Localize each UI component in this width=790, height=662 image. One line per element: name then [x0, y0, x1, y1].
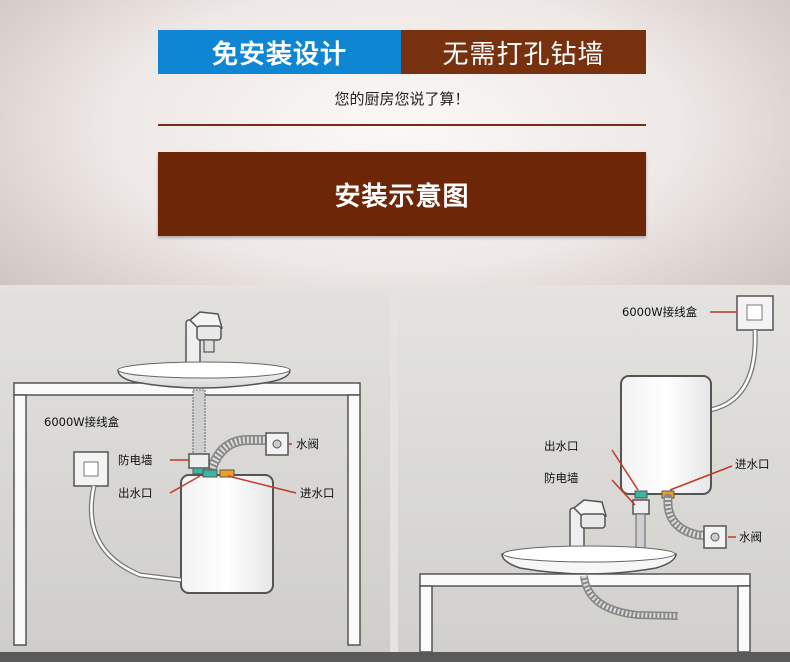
label-valve: 水阀 [296, 437, 319, 451]
label-inlet: 进水口 [735, 457, 770, 471]
section-title-banner: 安装示意图 [158, 152, 646, 236]
diagram-under-sink: 6000W接线盒 防电墙 出水口 水阀 进水口 [0, 290, 390, 652]
label-valve: 水阀 [739, 530, 762, 544]
divider [158, 124, 646, 126]
label-anti-shock: 防电墙 [544, 471, 579, 485]
junction-box-icon [736, 295, 774, 331]
label-junction-box: 6000W接线盒 [622, 305, 698, 319]
feature-tab-no-drilling: 无需打孔钻墙 [401, 30, 646, 74]
counter-frame [13, 382, 361, 646]
header-area: 免安装设计 无需打孔钻墙 您的厨房您说了算！ 安装示意图 [0, 0, 790, 285]
heater-icon [180, 469, 274, 594]
valve-icon [703, 525, 727, 549]
label-junction-box: 6000W接线盒 [44, 415, 120, 429]
feature-tab-install-free: 免安装设计 [158, 30, 401, 74]
anti-shock-connector [632, 499, 650, 515]
faucet-icon [185, 311, 223, 371]
label-inlet: 进水口 [300, 486, 335, 500]
label-anti-shock: 防电墙 [118, 453, 153, 467]
sink-icon [117, 361, 291, 389]
valve-icon [265, 432, 289, 456]
label-outlet: 出水口 [544, 439, 579, 453]
junction-box-icon [73, 451, 109, 487]
sink-icon [501, 545, 677, 575]
tagline: 您的厨房您说了算！ [334, 90, 470, 108]
bottom-edge [0, 652, 790, 662]
label-outlet: 出水口 [118, 486, 153, 500]
anti-shock-connector [188, 453, 210, 475]
hose-icon [192, 389, 275, 473]
diagram-wall-mounted: 6000W接线盒 出水口 防电墙 进水口 水阀 [398, 290, 790, 652]
